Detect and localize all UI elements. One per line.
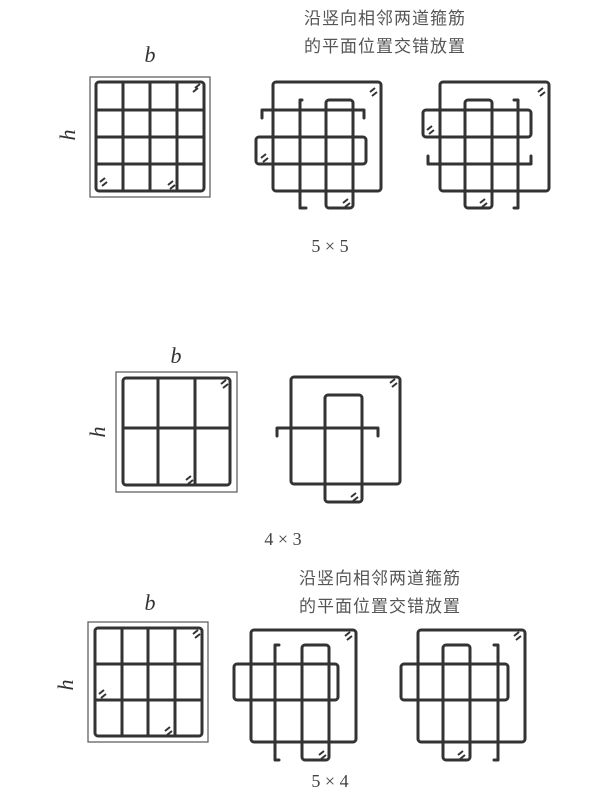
column-section-grid [87,621,209,743]
stirrup-layer-b [399,628,527,762]
note-line-2: 的平面位置交错放置 [304,37,466,57]
width-label: b [145,590,156,615]
height-label: h [85,427,110,438]
height-label: h [55,130,80,141]
stirrup-layer [275,375,402,504]
section-4x3: b h 4 × 3 [85,343,402,549]
width-label: b [171,343,182,368]
note-line-2: 的平面位置交错放置 [299,597,461,617]
caption-5x4: 5 × 4 [311,771,348,791]
width-label: b [145,42,156,67]
caption-5x5: 5 × 5 [311,236,348,256]
height-label: h [53,680,78,691]
stirrup-layer-a [232,628,358,762]
caption-4x3: 4 × 3 [264,529,301,549]
section-5x4: 沿竖向相邻两道箍筋 的平面位置交错放置 b h 5 × 4 [53,569,527,791]
stirrup-layer-a [254,80,383,210]
note-line-1: 沿竖向相邻两道箍筋 [304,9,466,29]
note-line-1: 沿竖向相邻两道箍筋 [299,569,461,589]
stirrup-layer-b [421,80,551,210]
section-5x5: 沿竖向相邻两道箍筋 的平面位置交错放置 b h 5 × 5 [55,9,551,256]
column-section-grid [115,371,238,493]
column-section-grid [89,76,211,198]
